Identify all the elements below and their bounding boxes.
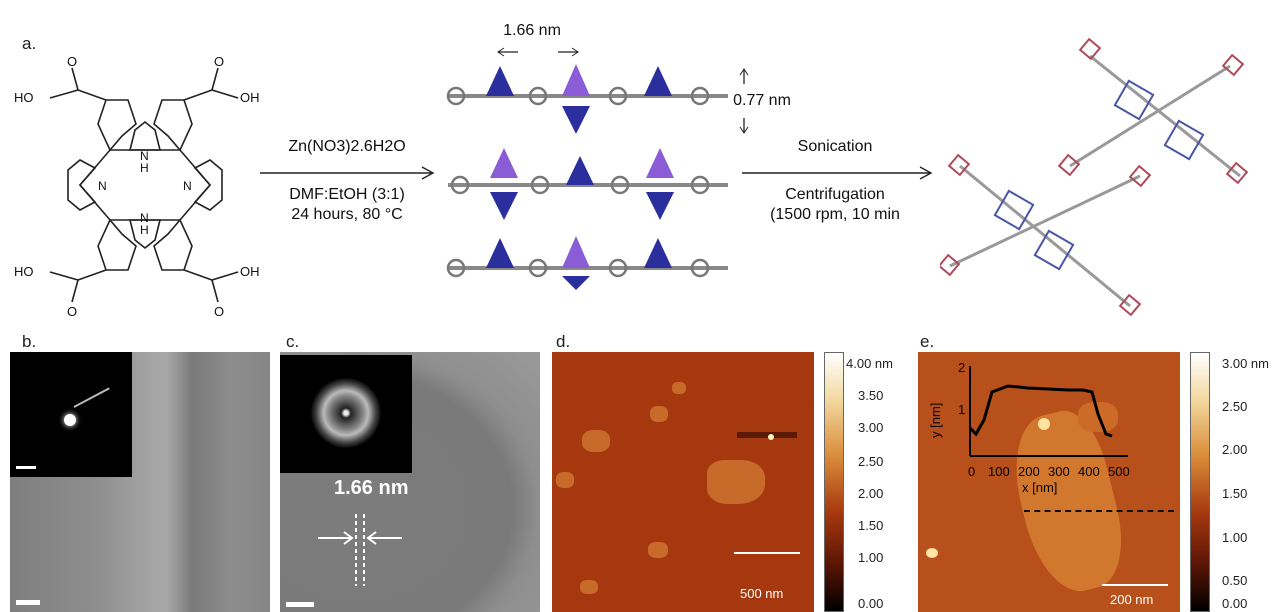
sonication-text: Sonication [797,138,873,155]
scale-bar-e-label: 200 nm [1110,592,1154,607]
colorbar-e-tick: 0.00 [1222,596,1248,611]
colorbar-e-tick: 0.50 [1222,573,1248,588]
scale-bar-e [1102,584,1168,586]
panel-e-label: e. [920,332,935,351]
lattice-fringe-markers [318,514,402,586]
colorbar-e-tick: 1.00 [1222,530,1248,545]
vertical-spacing-label: 0.77 nm [733,92,791,109]
scale-bar-c [286,602,314,607]
svg-text:x [nm]: x [nm] [1022,480,1057,495]
colorbar-d [824,352,844,612]
colorbar-d-tick: 2.00 [858,486,884,501]
height-profile-inset: 2 1 0 100 200 300 400 500 x [nm] y [nm] [928,360,1130,495]
svg-text:HO: HO [14,264,34,279]
layered-mof-schematic [446,47,728,290]
centrifugation-text: Centrifugation [785,186,885,203]
condition-time-temp: 24 hours, 80 °C [291,206,403,223]
colorbar-e-tick: 3.00 nm [1222,356,1269,371]
afm-image-e: 2 1 0 100 200 300 400 500 x [nm] y [nm] … [918,352,1180,612]
reaction-arrow-1 [260,166,435,180]
svg-text:300: 300 [1048,464,1070,479]
svg-text:O: O [214,304,224,319]
svg-text:y [nm]: y [nm] [928,403,943,438]
saed-inset [10,352,132,477]
svg-text:O: O [214,54,224,69]
svg-text:H: H [140,161,149,175]
svg-text:0: 0 [968,464,975,479]
svg-text:O: O [67,54,77,69]
panel-d-label: d. [556,332,571,351]
colorbar-e [1190,352,1210,612]
svg-text:N: N [98,179,107,193]
svg-text:400: 400 [1078,464,1100,479]
lateral-spacing-label: 1.66 nm [503,22,561,39]
colorbar-e-tick: 2.50 [1222,399,1248,414]
inset-scale-bar [16,466,36,469]
colorbar-d-tick: 1.00 [858,550,884,565]
svg-text:500: 500 [1108,464,1130,479]
colorbar-d-tick: 2.50 [858,454,884,469]
condition-solvent: DMF:EtOH (3:1) [289,186,405,203]
svg-text:OH: OH [240,90,260,105]
svg-text:N: N [140,149,149,163]
svg-text:1: 1 [958,402,965,417]
panel-b-label: b. [22,332,37,351]
svg-text:N: N [140,211,149,225]
svg-text:OH: OH [240,264,260,279]
svg-text:2: 2 [958,360,965,375]
nanosheet-schematic [940,37,1249,317]
afm-image-d: 500 nm [552,352,814,612]
tem-image-b [10,352,270,612]
colorbar-d-tick: 3.50 [858,388,884,403]
fft-inset [280,355,412,473]
colorbar-d-tick: 3.00 [858,420,884,435]
svg-text:100: 100 [988,464,1010,479]
colorbar-d-tick: 4.00 nm [846,356,893,371]
scale-bar-d-label: 500 nm [740,586,784,601]
svg-text:200: 200 [1018,464,1040,479]
svg-text:N: N [183,179,192,193]
svg-text:HO: HO [14,90,34,105]
colorbar-e-tick: 2.00 [1222,442,1248,457]
colorbar-e-tick: 1.50 [1222,486,1248,501]
reaction-arrow-2 [742,166,933,180]
scale-bar-b [16,600,40,605]
colorbar-d-tick: 1.50 [858,518,884,533]
colorbar-d-tick: 0.00 [858,596,884,611]
panel-c-label: c. [286,332,300,351]
centrifugation-conditions: (1500 rpm, 10 min [770,206,900,223]
profile-line [1024,510,1174,512]
svg-text:H: H [140,223,149,237]
svg-text:O: O [67,304,77,319]
tcpp-molecule-structure: HO O OH O HO O OH O N H N H N N [14,54,260,319]
tem-image-c: 1.66 nm [280,352,540,612]
lattice-spacing-label: 1.66 nm [334,477,409,499]
reagent-text: Zn(NO3)2.6H2O [288,138,406,155]
panel-a-label: a. [22,34,37,53]
scale-bar-d [734,552,800,554]
vertical-spacing-arrows [739,68,749,134]
